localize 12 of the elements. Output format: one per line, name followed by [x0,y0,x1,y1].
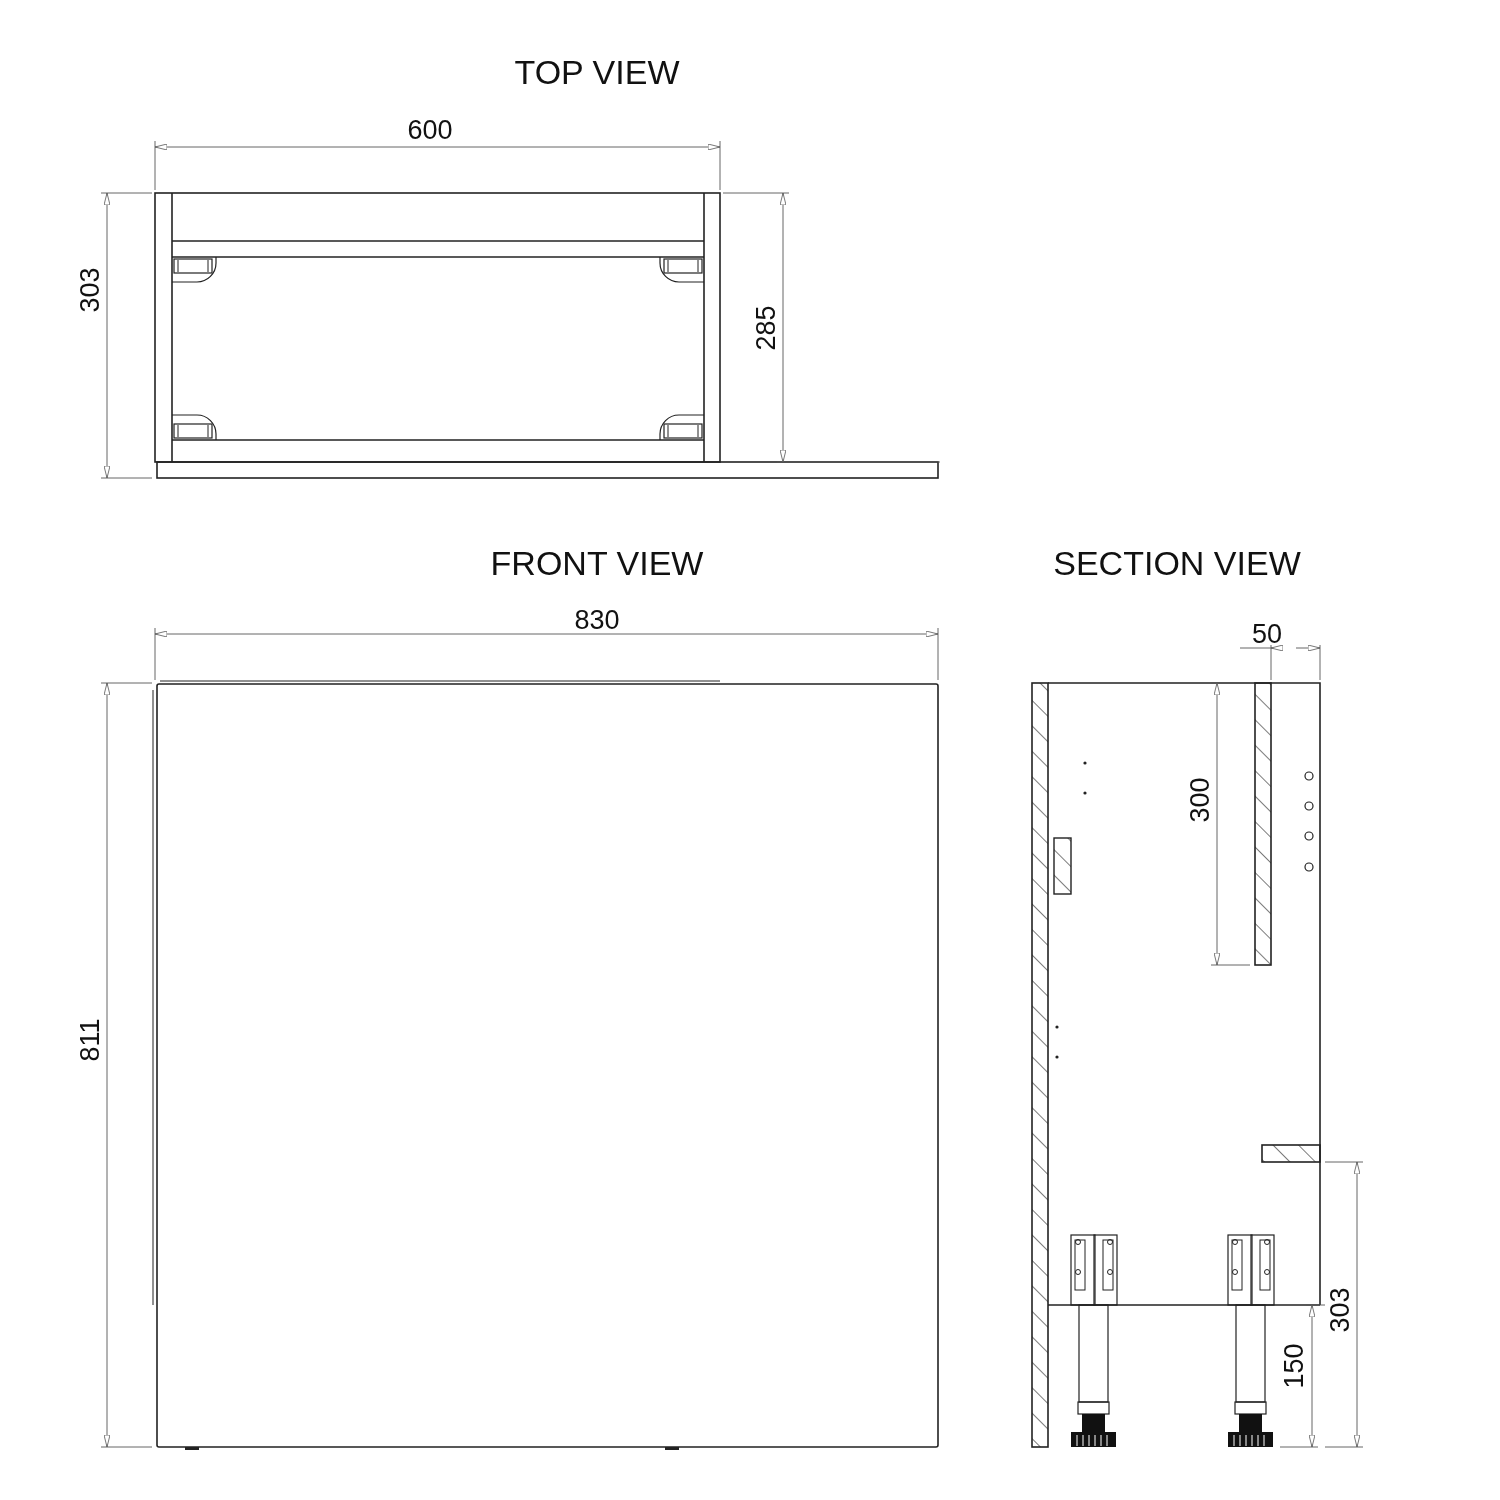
view-title: SECTION VIEW [1053,546,1301,580]
dimension-value: 303 [1326,1287,1354,1333]
view-title: TOP VIEW [514,55,680,89]
dimension-value: 150 [1280,1343,1308,1389]
dimension-value: 300 [1186,777,1214,823]
dimension-value: 285 [752,305,780,351]
dimension-value: 811 [76,1018,104,1062]
view-title: FRONT VIEW [490,546,704,580]
dimension-value: 830 [574,606,620,634]
dimension-value: 303 [76,267,104,313]
dimension-value: 600 [407,116,453,144]
dimension-value: 50 [1252,620,1282,648]
